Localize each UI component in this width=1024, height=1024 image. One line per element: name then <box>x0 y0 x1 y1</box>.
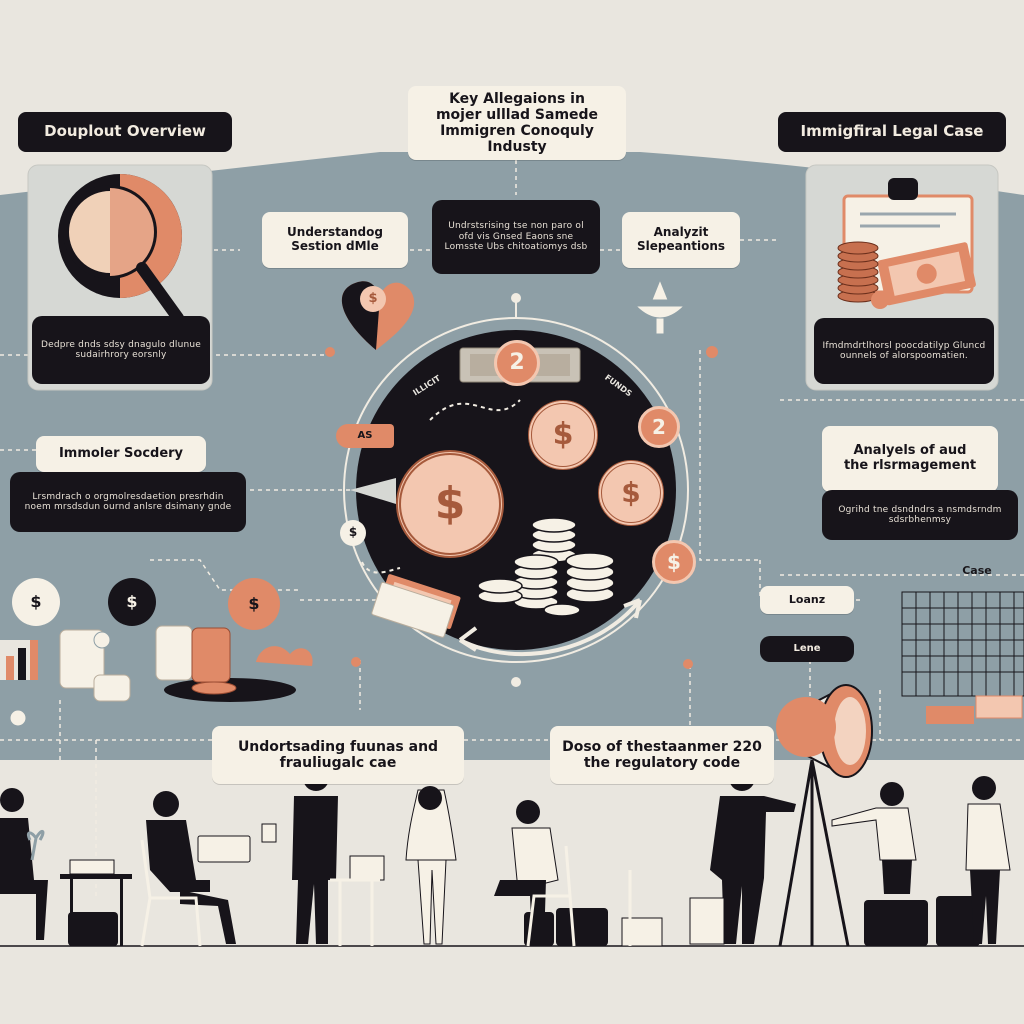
coin-medium-right: $ <box>598 460 664 526</box>
coin-symbol-3: $ <box>248 593 260 613</box>
megaphone-icon <box>776 684 873 778</box>
analysis-right-line-2: the rlsrmagement <box>843 458 977 473</box>
loans-label-1: Loanz <box>760 586 854 614</box>
money-pile <box>0 578 313 727</box>
title-line-2: mojer ulllad Samede <box>435 106 599 123</box>
title-box: Key Allegaions in mojer ulllad Samede Im… <box>408 86 626 160</box>
analysis-right-box: Analyels of aud the rlsrmagement <box>822 426 998 492</box>
middle-text-box: Undrstsrising tse non paro ol ofd vis Gn… <box>432 200 600 274</box>
laptop <box>197 835 251 863</box>
understanding-box: Understandog Sestion dMle <box>262 212 408 268</box>
analysis-right-line-1: Analyels of aud <box>853 443 967 459</box>
badge-coin-top: 2 <box>494 340 540 386</box>
coin-stacks <box>477 517 615 617</box>
analysis-line-2: Slepeantions <box>636 239 726 253</box>
chairs <box>140 839 632 947</box>
cash-bundle <box>371 574 461 638</box>
heart-coin: $ <box>360 286 386 312</box>
grid-chart <box>901 591 1024 697</box>
regulatory-box: Doso of thestaanmer 220 the regulatory c… <box>550 726 774 784</box>
case-small-label: Case <box>962 563 992 577</box>
overview-text: Dedpre dnds sdsy dnagulo dlunue sudairhr… <box>32 316 210 384</box>
society-text: Lrsmdrach o orgmolresdaetion presrhdin n… <box>10 472 246 532</box>
funds-box: Undortsading fuunas and frauliugalc cae <box>212 726 464 784</box>
analysis-box: Analyzit Slepeantions <box>622 212 740 268</box>
magnifier-icon <box>58 174 184 324</box>
money-tag: AS <box>336 424 394 448</box>
analysis-line-1: Analyzit <box>653 225 709 240</box>
understanding-line-1: Understandog <box>287 225 383 240</box>
analysis-right-text: Ogrihd tne dsndndrs a nsmdsrndm sdsrbhen… <box>822 490 1018 540</box>
clipboard-icon <box>837 178 976 309</box>
coin-small-right: $ <box>652 540 696 584</box>
title-line-1: Key Allegaions in <box>449 90 585 107</box>
coin-medium-top: $ <box>528 400 598 470</box>
legal-case-text: Ifmdmdrtlhorsl poocdatilyp Gluncd ounnel… <box>814 318 994 384</box>
small-coin-left: $ <box>340 520 366 546</box>
badge-coin-right: 2 <box>638 406 680 448</box>
scales-icon <box>634 278 686 335</box>
coin-symbol-1: $ <box>30 591 42 611</box>
understanding-line-2: Sestion dMle <box>291 239 379 253</box>
regulatory-line-2: the regulatory code <box>583 755 741 771</box>
overview-label: Douplout Overview <box>16 110 234 154</box>
large-coin: $ <box>396 450 504 558</box>
coin-symbol-2: $ <box>126 591 138 611</box>
regulatory-line-1: Doso of thestaanmer 220 <box>562 738 762 755</box>
society-label: Immoler Socdery <box>36 436 206 472</box>
people-silhouettes <box>0 759 1011 947</box>
funds-line-1: Undortsading fuunas and <box>237 738 439 755</box>
cash-stack-right <box>926 695 1023 724</box>
funds-line-2: frauliugalc cae <box>279 755 397 771</box>
title-line-3: Immigren Conoquly Industy <box>440 123 594 156</box>
loans-label-2: Lene <box>760 636 854 662</box>
legal-case-label: Immigfiral Legal Case <box>776 110 1008 154</box>
connector-dots <box>325 346 718 669</box>
